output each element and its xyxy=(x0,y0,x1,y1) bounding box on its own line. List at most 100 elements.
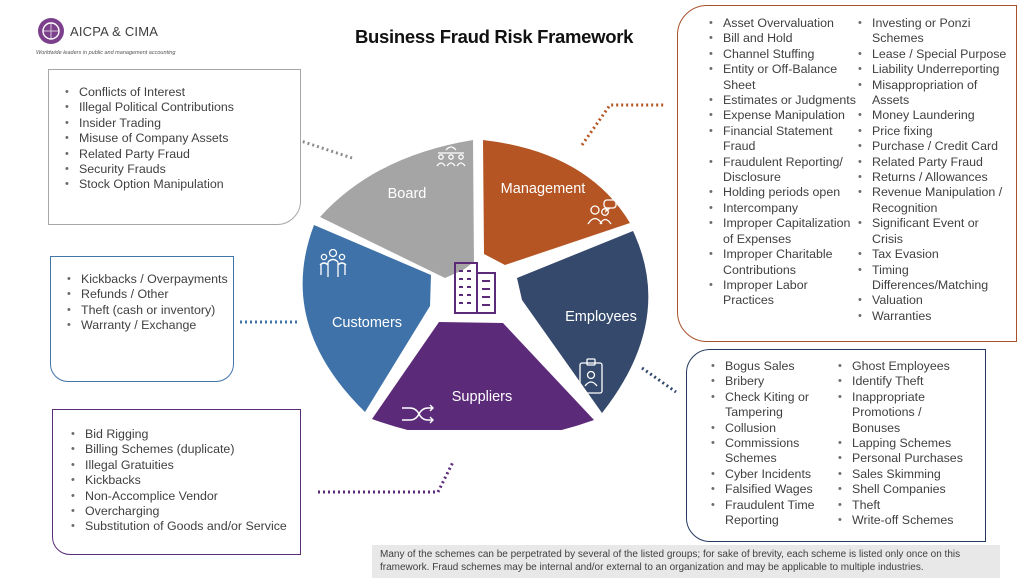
list-item: Misuse of Company Assets xyxy=(65,131,300,147)
list-item: Bogus Sales xyxy=(711,359,838,375)
list-item: Conflicts of Interest xyxy=(65,85,300,101)
aicpa-cima-logo: AICPA & CIMA Worldwide leaders in public… xyxy=(34,14,234,62)
footnote: Many of the schemes can be perpetrated b… xyxy=(372,545,1000,578)
segment-board xyxy=(320,140,474,278)
list-item: Collusion xyxy=(711,421,838,437)
logo-mark-icon xyxy=(38,18,64,44)
segment-label-management: Management xyxy=(501,181,586,197)
logo-word-amp: & xyxy=(108,24,125,39)
list-item: Insider Trading xyxy=(65,116,300,132)
logo-wordmark: AICPA & CIMA xyxy=(70,24,158,39)
list-item: Expense Manipulation xyxy=(709,108,858,124)
list-item: Money Laundering xyxy=(858,108,1010,124)
shuffle-arrows-icon xyxy=(402,404,434,424)
list-item: Asset Overvaluation xyxy=(709,16,858,32)
suppliers-connector xyxy=(318,461,455,494)
board-schemes-list: Conflicts of InterestIllegal Political C… xyxy=(65,85,300,193)
list-item: Falsified Wages xyxy=(711,482,838,498)
management-schemes-box: Asset OvervaluationBill and HoldChannel … xyxy=(677,5,1017,342)
list-item: Substitution of Goods and/or Service xyxy=(71,519,300,535)
list-item: Improper Labor Practices xyxy=(709,278,858,309)
list-item: Fraudulent Reporting/ Disclosure xyxy=(709,155,858,186)
management-schemes-list-col2: Investing or Ponzi SchemesLease / Specia… xyxy=(858,16,1010,325)
list-item: Entity or Off-Balance Sheet xyxy=(709,62,858,93)
list-item: Related Party Fraud xyxy=(858,155,1010,171)
list-item: Write-off Schemes xyxy=(838,513,973,529)
list-item: Intercompany xyxy=(709,201,858,217)
list-item: Kickbacks / Overpayments xyxy=(67,272,233,288)
list-item: Theft (cash or inventory) xyxy=(67,303,233,319)
segment-management xyxy=(483,140,630,265)
buildings-icon xyxy=(454,262,496,314)
list-item: Channel Stuffing xyxy=(709,47,858,63)
page-title: Business Fraud Risk Framework xyxy=(355,26,634,47)
list-item: Shell Companies xyxy=(838,482,973,498)
list-item: Lease / Special Purpose xyxy=(858,47,1010,63)
list-item: Bill and Hold xyxy=(709,31,858,47)
list-item: Significant Event or Crisis xyxy=(858,216,1010,247)
list-item: Purchase / Credit Card xyxy=(858,139,1010,155)
customer-schemes-box: Kickbacks / OverpaymentsRefunds / OtherT… xyxy=(50,256,234,382)
management-connector xyxy=(580,103,664,146)
list-item: Revenue Manipulation / Recognition xyxy=(858,185,1010,216)
list-item: Investing or Ponzi Schemes xyxy=(858,16,1010,47)
segment-label-suppliers: Suppliers xyxy=(452,389,512,405)
list-item: Kickbacks xyxy=(71,473,300,489)
list-item: Commissions Schemes xyxy=(711,436,838,467)
management-schemes-list-col1: Asset OvervaluationBill and HoldChannel … xyxy=(709,16,858,324)
supplier-schemes-list: Bid RiggingBilling Schemes (duplicate)Il… xyxy=(71,427,300,535)
list-item: Estimates or Judgments xyxy=(709,93,858,109)
list-item: Security Frauds xyxy=(65,162,300,178)
list-item: Lapping Schemes xyxy=(838,436,973,452)
supplier-schemes-box: Bid RiggingBilling Schemes (duplicate)Il… xyxy=(52,409,301,555)
fraud-wheel-diagram: Board Management Employees Suppliers Cus… xyxy=(302,137,649,430)
list-item: Non-Accomplice Vendor xyxy=(71,489,300,505)
list-item: Valuation xyxy=(858,293,1010,309)
list-item: Personal Purchases xyxy=(838,451,973,467)
group-people-icon xyxy=(319,248,347,277)
list-item: Fraudulent Time Reporting xyxy=(711,498,838,529)
list-item: Illegal Political Contributions xyxy=(65,100,300,116)
segment-customers xyxy=(302,225,431,412)
list-item: Ghost Employees xyxy=(838,359,973,375)
list-item: Warranty / Exchange xyxy=(67,318,233,334)
list-item: Sales Skimming xyxy=(838,467,973,483)
list-item: Price fixing xyxy=(858,124,1010,140)
list-item: Liability Underreporting xyxy=(858,62,1010,78)
segment-label-customers: Customers xyxy=(332,315,402,331)
list-item: Refunds / Other xyxy=(67,287,233,303)
employees-connector xyxy=(641,366,677,394)
employee-schemes-list-col2: Ghost EmployeesIdentify TheftInappropria… xyxy=(838,359,973,529)
employee-schemes-list-col1: Bogus SalesBriberyCheck Kiting or Tamper… xyxy=(711,359,838,528)
list-item: Timing Differences/Matching xyxy=(858,263,1010,294)
list-item: Overcharging xyxy=(71,504,300,520)
list-item: Billing Schemes (duplicate) xyxy=(71,442,300,458)
list-item: Financial Statement Fraud xyxy=(709,124,858,155)
list-item: Improper Capitalization of Expenses xyxy=(709,216,858,247)
list-item: Improper Charitable Contributions xyxy=(709,247,858,278)
list-item: Inappropriate Promotions / Bonuses xyxy=(838,390,973,436)
segment-label-employees: Employees xyxy=(565,309,637,325)
list-item: Holding periods open xyxy=(709,185,858,201)
segment-label-board: Board xyxy=(388,186,427,202)
meeting-people-icon xyxy=(436,137,466,167)
board-schemes-box: Conflicts of InterestIllegal Political C… xyxy=(48,69,301,225)
employee-schemes-box: Bogus SalesBriberyCheck Kiting or Tamper… xyxy=(686,349,986,542)
id-badge-icon xyxy=(579,358,603,394)
list-item: Theft xyxy=(838,498,973,514)
list-item: Cyber Incidents xyxy=(711,467,838,483)
segment-employees xyxy=(517,231,649,413)
list-item: Misappropriation of Assets xyxy=(858,78,1010,109)
list-item: Warranties xyxy=(858,309,1010,325)
list-item: Related Party Fraud xyxy=(65,147,300,163)
logo-word-cima: CIMA xyxy=(124,24,159,39)
list-item: Identify Theft xyxy=(838,374,973,390)
list-item: Stock Option Manipulation xyxy=(65,177,300,193)
segment-suppliers xyxy=(372,322,594,430)
customer-schemes-list: Kickbacks / OverpaymentsRefunds / OtherT… xyxy=(67,272,233,334)
list-item: Check Kiting or Tampering xyxy=(711,390,838,421)
list-item: Returns / Allowances xyxy=(858,170,1010,186)
logo-tagline: Worldwide leaders in public and manageme… xyxy=(36,50,176,56)
list-item: Bid Rigging xyxy=(71,427,300,443)
